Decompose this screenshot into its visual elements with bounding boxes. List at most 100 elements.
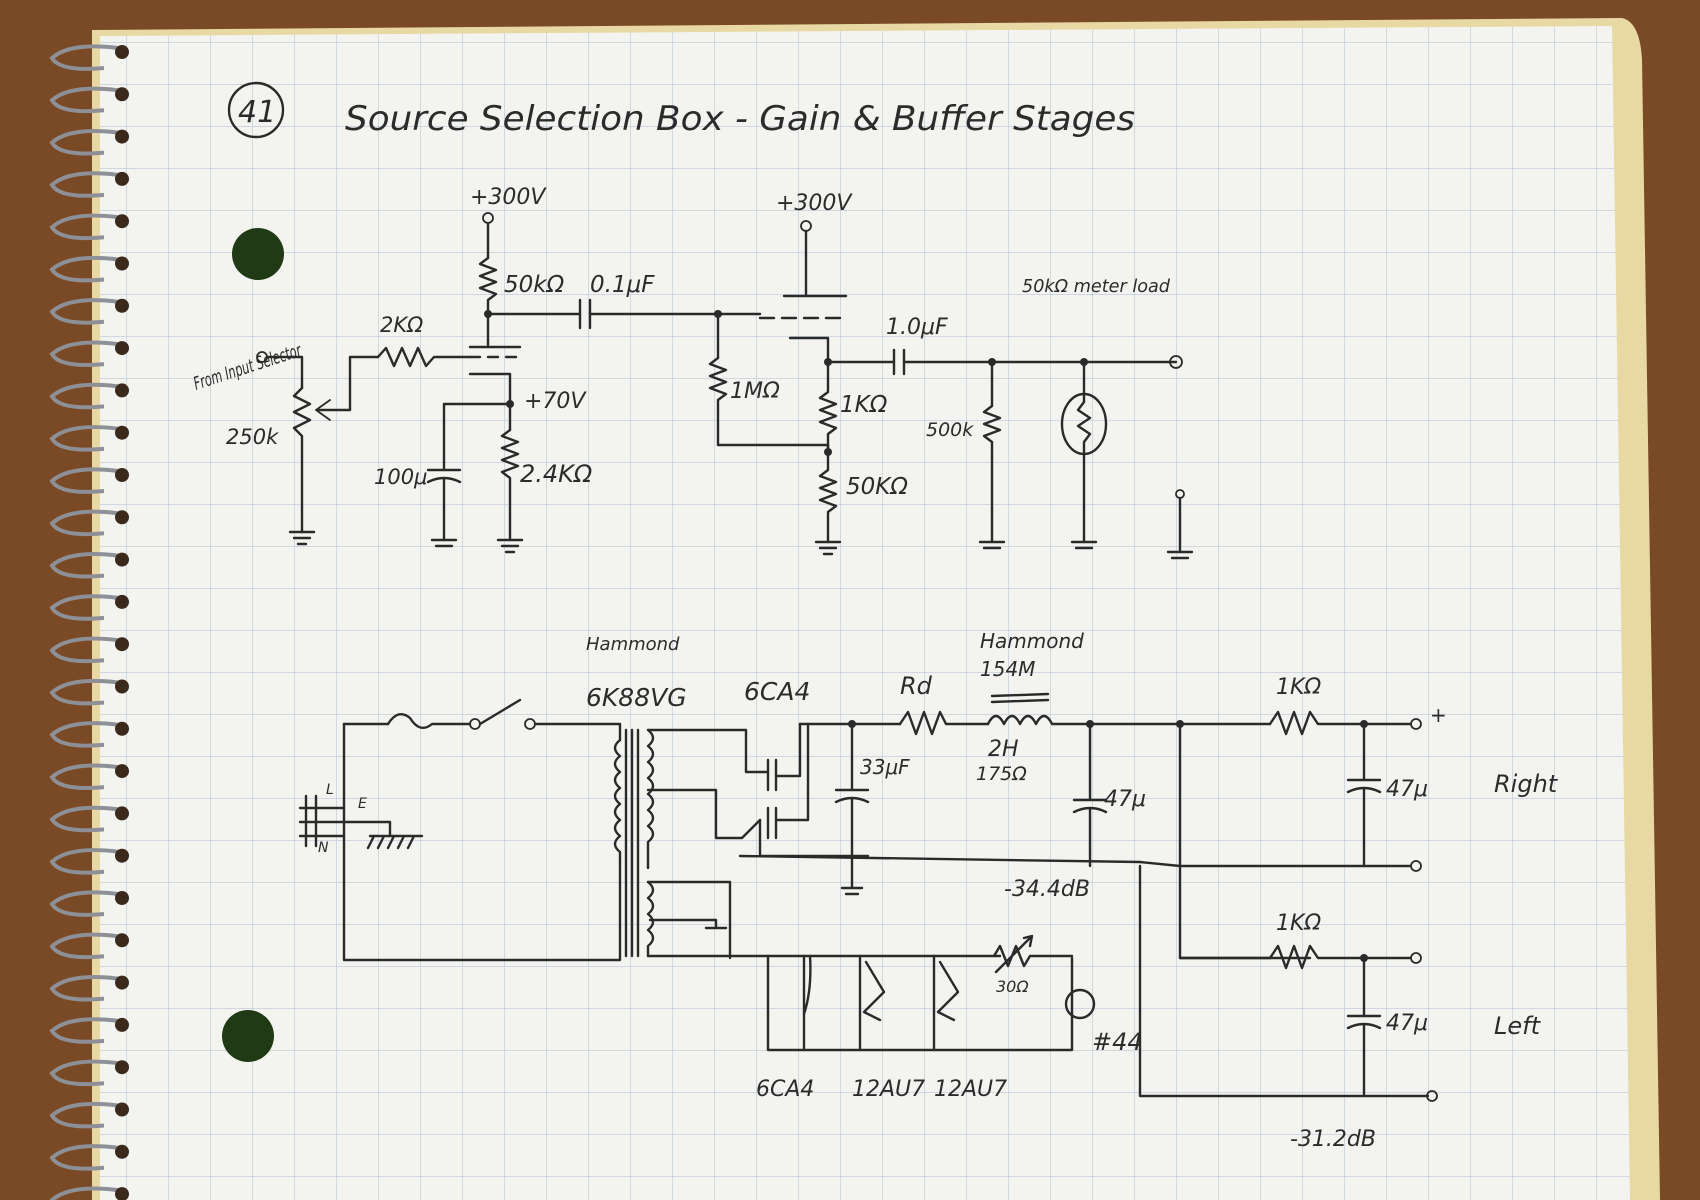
label-cathode-resistor: 2.4KΩ [520,460,593,488]
label-cathode-r2: 50KΩ [846,474,908,500]
spiral-coil [49,636,119,664]
spiral-coil [49,86,119,114]
resistor-500k [982,360,1002,544]
resistor-2k4 [500,428,520,542]
spiral-coil [49,467,119,494]
binding-hole [115,891,129,905]
punch-hole-bottom [222,1010,274,1062]
label-lamp: #44 [1092,1028,1143,1056]
binding-hole [115,468,129,482]
page-number-circle [227,81,285,139]
spiral-coil [49,1017,119,1044]
label-plus: + [1430,703,1447,727]
spiral-coil [49,129,119,156]
resistor-50k-plate [478,256,498,314]
label-left-resistor: 1KΩ [1276,911,1321,936]
label-iec-n: N [318,840,329,856]
label-transformer-model: 6K88VG [586,683,687,712]
spiral-coil [49,721,119,748]
binding-hole [115,45,129,59]
ground-symbol [288,530,316,546]
spiral-coil [49,1059,119,1087]
binding-hole [115,764,129,779]
binding-hole [115,383,129,398]
filter-cap-47u-1 [1072,722,1108,868]
label-heater-3: 12AU7 [934,1077,1007,1102]
binding-hole [115,214,129,229]
fuse [386,712,472,730]
label-choke-model: 154M [980,657,1035,681]
spiral-coil [49,890,119,917]
cathode-cap [426,460,462,542]
lamp-resistor-30 [992,934,1074,974]
binding-hole [115,1017,129,1032]
power-supply-labels: Hammond 6K88VG 6CA4 Rd Hammond 154M 2H 1… [318,629,1559,1152]
gain-stage-schematic [256,212,1194,560]
power-switch [478,698,522,726]
binding-hole [115,341,129,356]
spiral-coil [49,848,119,875]
triode-1 [468,345,522,402]
binding-hole [115,256,129,271]
spiral-coil [49,763,119,790]
binding-hole [115,552,129,567]
pot-250k [292,386,312,534]
label-cathode-r1: 1KΩ [840,392,888,418]
filter-cap-33u [834,722,870,890]
resistor-1k-left [1268,944,1412,970]
label-output-cap: 1.0μF [886,315,948,340]
heater-12au7-2 [932,954,960,1052]
label-right: Right [1494,770,1559,798]
label-meter-load: 50kΩ meter load [1022,276,1171,297]
spiral-coil [49,805,119,833]
triode-2 [758,294,848,364]
label-pot: 250k [226,425,279,449]
label-heater-2: 12AU7 [852,1077,925,1102]
label-grid-resistor: 2KΩ [380,313,423,337]
label-cathode-voltage: +70V [524,389,587,414]
page-number: 41 [238,95,276,130]
label-load-resistor: 500k [926,419,974,441]
label-attenuation-2: -31.2dB [1290,1127,1376,1152]
chassis-ground [366,834,424,850]
binding-hole [115,975,129,990]
binding-hole [115,848,129,863]
binding-hole [115,87,129,102]
filter-cap-47u-left [1346,956,1382,1098]
binding-hole [115,721,129,736]
spiral-coil [49,678,119,706]
label-rd: Rd [900,672,933,700]
spiral-coil [49,1144,119,1171]
binding-hole [115,1144,129,1159]
label-heater-1: 6CA4 [756,1077,814,1102]
label-cathode-cap: 100μ [374,465,427,489]
spiral-coil [49,213,119,241]
label-choke-resistance: 175Ω [976,763,1027,785]
spiral-coil [49,44,119,71]
spiral-coil [49,552,119,579]
spiral-coil [49,340,119,367]
binding-hole [115,1102,129,1117]
power-transformer [613,728,640,958]
binding-hole [115,171,129,186]
heater-12au7-1 [858,954,886,1052]
resistor-1m [708,356,728,447]
spiral-coil [49,1101,119,1129]
spiral-coil [49,975,119,1002]
binding-hole [115,1187,129,1200]
label-iec-e: E [358,796,367,812]
label-right-cap: 47μ [1386,777,1428,802]
label-filter-cap-2: 47μ [1104,787,1146,812]
resistor-50k-cathode [818,450,838,544]
binding-hole [115,637,129,652]
label-coupling-cap: 0.1μF [590,272,655,298]
spiral-coil [49,255,119,283]
resistor-2k [376,346,472,368]
binding-hole [115,594,129,609]
label-attenuation-1: -34.4dB [1004,877,1090,902]
label-lamp-resistor: 30Ω [996,977,1029,996]
label-supply-left: +300V [470,185,547,210]
label-iec-l: L [326,782,334,798]
resistor-1k-right [1268,710,1412,736]
spiral-coil [49,425,119,452]
